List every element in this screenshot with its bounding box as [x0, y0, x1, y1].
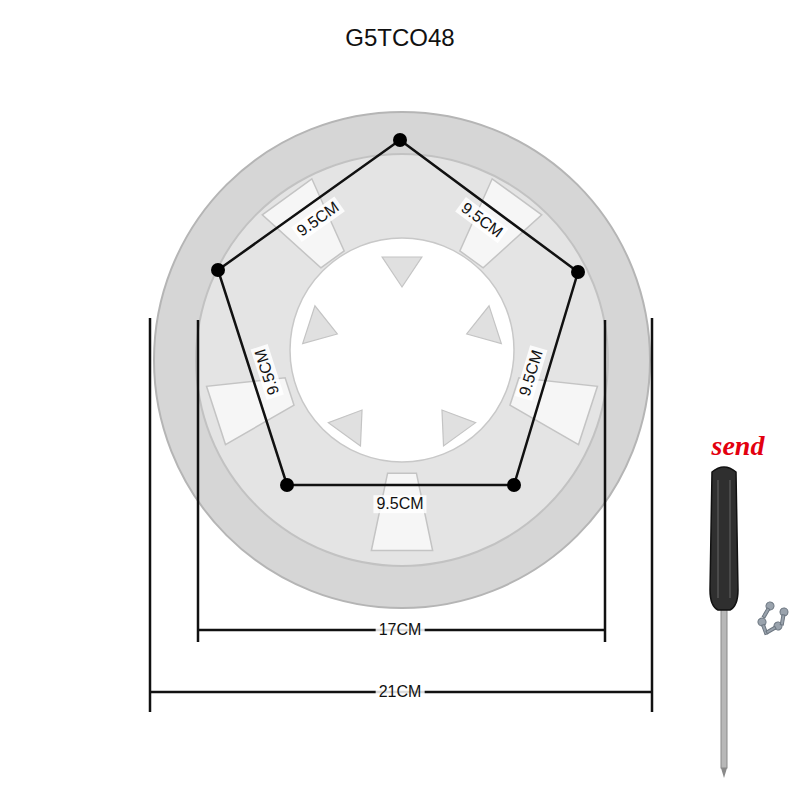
screws: [757, 601, 789, 636]
bolt-dots: [211, 133, 585, 492]
dimension-label: 21CM: [376, 683, 425, 701]
spider-arm: [442, 410, 476, 446]
spider-arm: [303, 306, 338, 344]
chainring-guard: [154, 112, 650, 608]
bolt-pentagon: [218, 140, 578, 485]
spider-arm: [467, 306, 502, 344]
note-label: send: [712, 430, 765, 462]
title: G5TCO48: [345, 24, 454, 52]
screwdriver: [710, 467, 738, 778]
spider-window: [262, 179, 344, 268]
dimension-label: 17CM: [376, 621, 425, 639]
spider-arm: [382, 257, 422, 287]
spider-arm: [328, 410, 362, 446]
dimension-label: 9.5CM: [373, 495, 426, 513]
dimension-lines: [150, 318, 652, 712]
